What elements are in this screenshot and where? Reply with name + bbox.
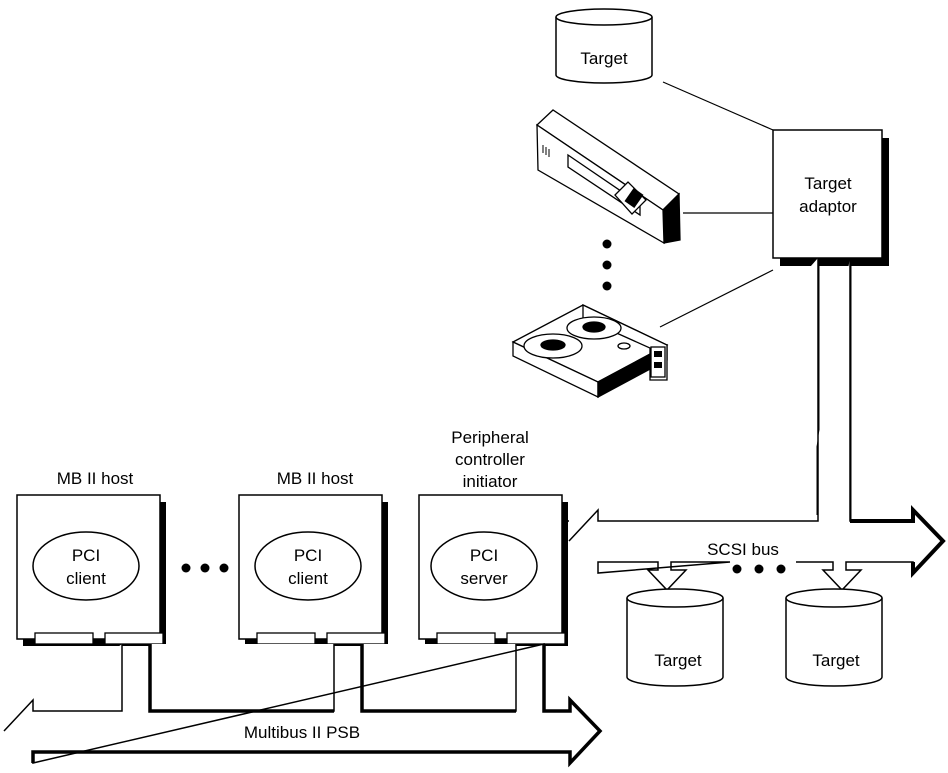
target-adaptor: Target adaptor	[772, 129, 889, 266]
mb-host-1-title: MB II host	[57, 469, 134, 488]
target-disk-bottom-right: Target	[785, 588, 883, 687]
mb-host-1-line1: PCI	[72, 546, 100, 565]
floppy-drive-icon	[535, 109, 681, 245]
mb-host-2-title: MB II host	[277, 469, 354, 488]
host-ellipsis	[181, 563, 229, 573]
controller-title-2: controller	[455, 450, 525, 469]
target-bottom-right-label: Target	[812, 651, 860, 670]
scsi-bus: SCSI bus	[568, 258, 946, 592]
mb-host-1: MB II host PCI client	[16, 469, 166, 646]
floppy-vents	[542, 145, 550, 157]
disk-cylinder-icon	[785, 588, 883, 687]
controller-line1: PCI	[470, 546, 498, 565]
mb-host-1-line2: client	[66, 569, 106, 588]
target-disk-top: Target	[555, 8, 653, 84]
target-top-label: Target	[580, 49, 628, 68]
mb-host-2: MB II host PCI client	[238, 469, 388, 646]
target-bottom-left-label: Target	[654, 651, 702, 670]
peripheral-controller: Peripheral controller initiator PCI serv…	[418, 428, 568, 646]
multibus-psb: Multibus II PSB	[3, 643, 603, 768]
target-disk-bottom-left: Target	[626, 588, 724, 687]
device-ellipsis	[602, 239, 612, 291]
disk-cylinder-icon	[555, 8, 653, 84]
target-adaptor-label-2: adaptor	[799, 197, 857, 216]
controller-line2: server	[460, 569, 508, 588]
tape-drive-icon	[511, 303, 669, 399]
scsi-bus-label: SCSI bus	[707, 540, 779, 559]
scsi-bus-ellipsis	[732, 564, 786, 574]
mb-host-2-line2: client	[288, 569, 328, 588]
target-adaptor-label-1: Target	[804, 174, 852, 193]
mb-host-2-line1: PCI	[294, 546, 322, 565]
controller-title-3: initiator	[463, 472, 518, 491]
controller-title-1: Peripheral	[451, 428, 529, 447]
disk-cylinder-icon	[626, 588, 724, 687]
multibus-label: Multibus II PSB	[244, 723, 360, 742]
device-connection-lines	[659, 81, 774, 328]
